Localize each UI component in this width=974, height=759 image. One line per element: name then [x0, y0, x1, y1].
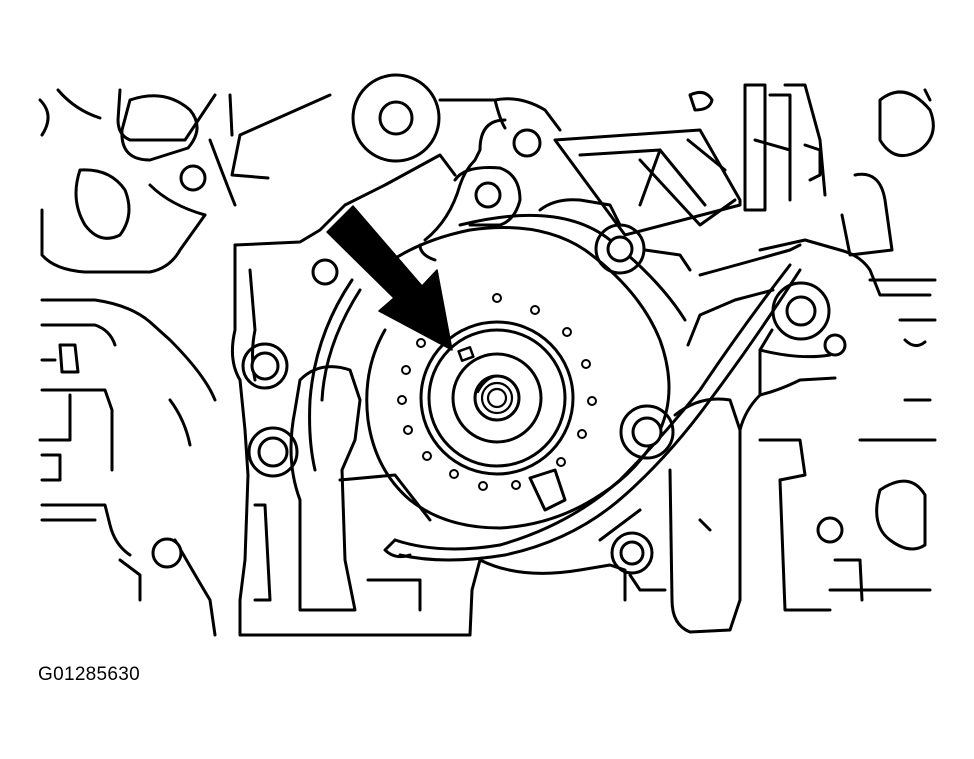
bolt-hole-left-upper — [179, 164, 207, 192]
engine-block-right — [553, 83, 937, 602]
figure-id-label: G01285630 — [38, 664, 141, 685]
pump-bolt-center-top — [606, 235, 634, 263]
cover-bolt-right — [631, 416, 663, 448]
oil-pump-housing — [230, 153, 837, 637]
bolt-hole-upper-left — [474, 181, 502, 209]
timing-mark — [457, 345, 475, 363]
pump-bolt-left-lower — [257, 436, 289, 468]
engine-block-left — [38, 88, 237, 637]
bolt-hole-left-lower — [151, 537, 183, 569]
pump-cover-plate — [308, 226, 802, 562]
pump-bolt-left-upper — [311, 258, 339, 286]
pump-bolt-bottom — [619, 540, 645, 566]
oil-pump-rotor — [419, 320, 575, 476]
engine-block-upper — [230, 73, 562, 262]
bolt-hole-right-small — [823, 333, 847, 357]
bolt-hole-right-lower — [816, 516, 844, 544]
arrow-icon — [326, 205, 453, 351]
bolt-hole-upper-center — [512, 128, 542, 158]
bolt-hole-top — [378, 100, 414, 136]
pump-bolt-right — [785, 295, 817, 327]
pump-bolt-left-middle — [250, 351, 280, 381]
